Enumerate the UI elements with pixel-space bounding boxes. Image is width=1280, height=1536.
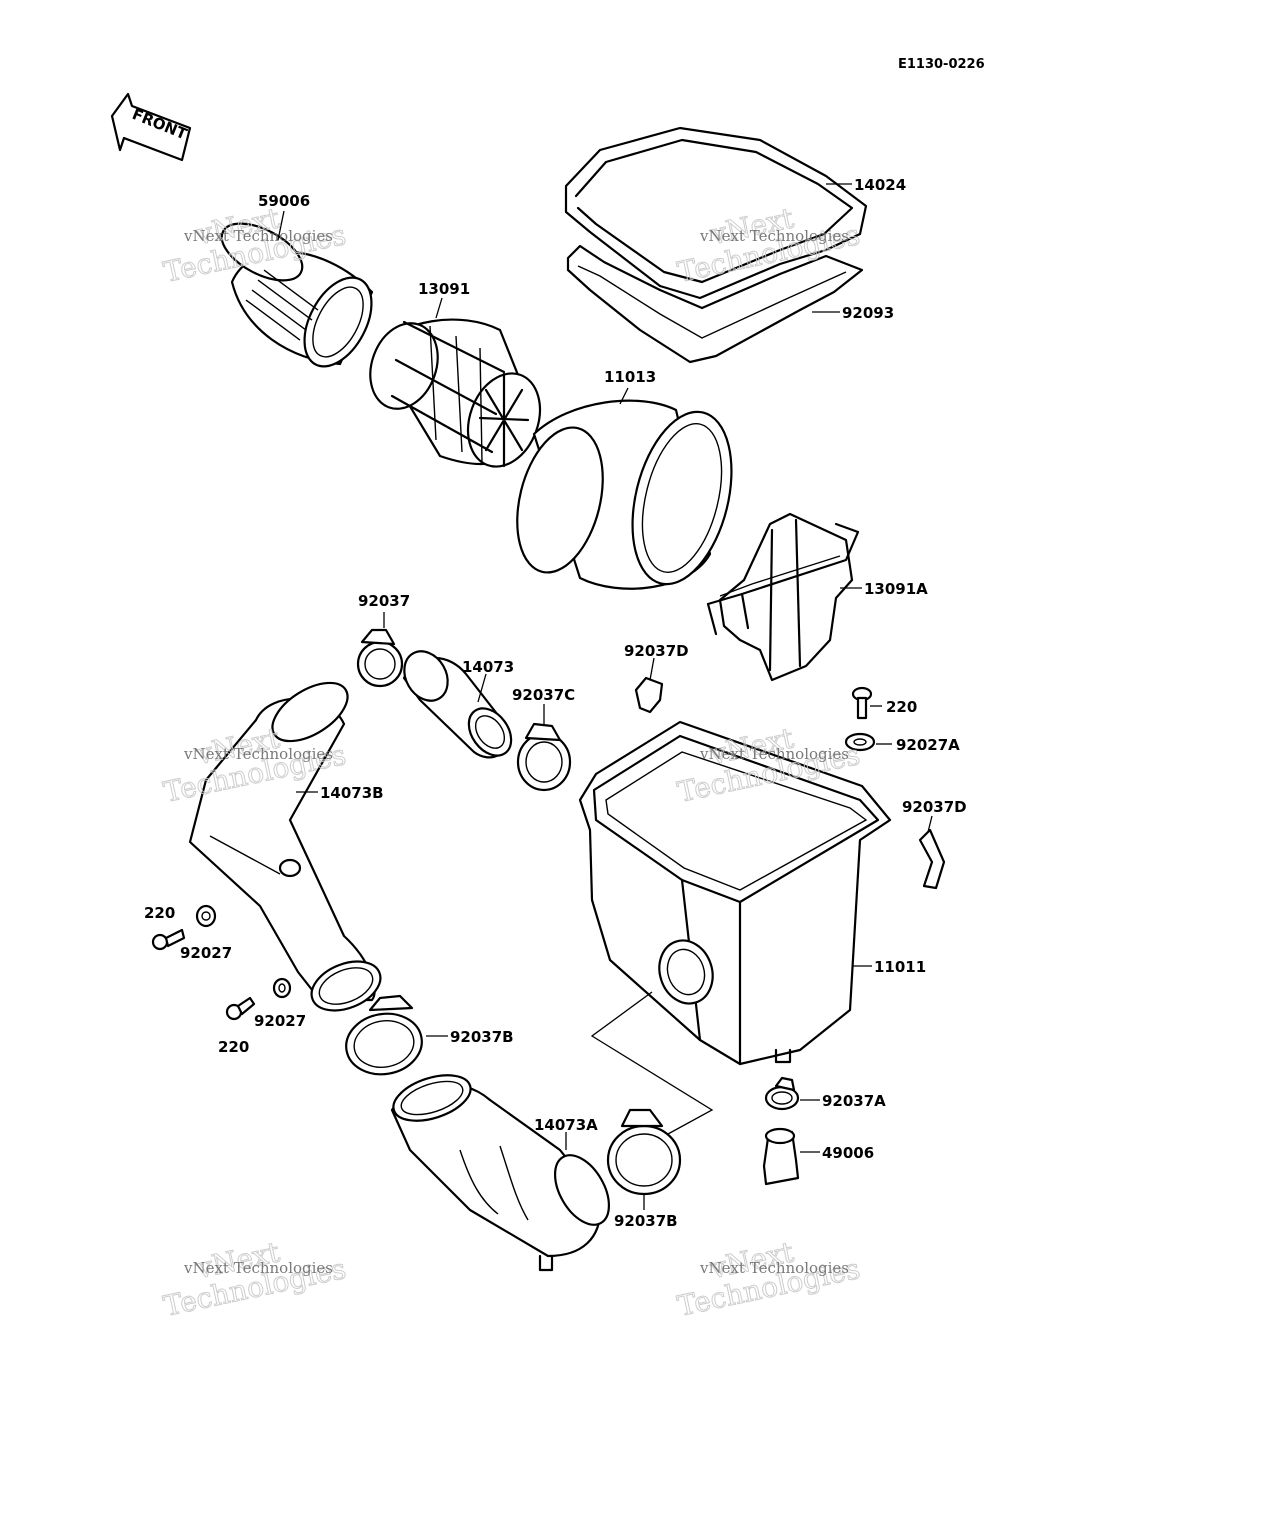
label-92037B-bottom: 92037B: [614, 1212, 678, 1230]
svg-text:vNext Technologies: vNext Technologies: [183, 1259, 333, 1277]
svg-text:vNext Technologies: vNext Technologies: [699, 1259, 849, 1277]
part-49006-cap: 49006: [762, 1127, 874, 1186]
part-92037D-clip-top: 92037D: [624, 642, 689, 714]
part-14073-duct: 14073: [402, 650, 514, 759]
label-92037D-right: 92037D: [902, 798, 967, 816]
label-11011: 11011: [874, 958, 926, 976]
part-59006-prefilter: 59006: [220, 192, 374, 368]
front-arrow-icon: FRONT: [110, 92, 192, 162]
part-92037A-clamp: 92037A: [764, 1076, 886, 1111]
part-13091-screen: 13091: [369, 280, 542, 468]
part-14073A-duct: 14073A: [390, 1074, 611, 1272]
label-92037B-mid: 92037B: [450, 1028, 514, 1046]
label-92093: 92093: [842, 304, 894, 322]
label-14024: 14024: [854, 176, 906, 194]
label-220-right: 220: [886, 698, 917, 716]
assembly-leader-lines: [590, 991, 714, 1135]
label-220-lower: 220: [218, 1038, 249, 1056]
watermark: vNext Technologies vNext Technologies vN…: [160, 201, 863, 1324]
svg-text:vNext Technologies: vNext Technologies: [699, 745, 849, 763]
part-220-bolt-left: 220: [144, 904, 186, 951]
label-14073: 14073: [462, 658, 514, 676]
label-13091: 13091: [418, 280, 470, 298]
diagram-code: E1130-0226: [898, 57, 985, 72]
part-220-bolt-right: 220: [851, 686, 917, 720]
part-92037-clamp: 92037: [356, 592, 410, 688]
label-92027A: 92027A: [896, 736, 960, 754]
part-13091A-holder: 13091A: [706, 512, 928, 682]
label-11013: 11013: [604, 368, 656, 386]
part-92037B-clamp-bottom: 92037B: [606, 1108, 682, 1230]
part-11013-element: 11013: [516, 368, 733, 590]
part-220-bolt-lower: 220: [218, 996, 256, 1056]
label-92037D-top: 92037D: [624, 642, 689, 660]
svg-text:vNext Technologies: vNext Technologies: [183, 745, 333, 763]
part-14024-cover: 14024: [564, 126, 906, 300]
label-92037C: 92037C: [512, 686, 575, 704]
part-92027-grommet-lower: 92027: [254, 977, 306, 1030]
label-13091A: 13091A: [864, 580, 928, 598]
part-14073B-duct: 14073B: [188, 681, 384, 1012]
label-92037-top: 92037: [358, 592, 410, 610]
part-92037B-clamp-mid: 92037B: [345, 994, 514, 1076]
svg-text:vNext Technologies: vNext Technologies: [699, 227, 849, 245]
label-49006: 49006: [822, 1144, 874, 1162]
part-92037D-clip-right: 92037D: [902, 798, 967, 890]
label-92027-lower: 92027: [254, 1012, 306, 1030]
svg-text:vNext Technologies: vNext Technologies: [183, 227, 333, 245]
label-220-left: 220: [144, 904, 175, 922]
label-14073B: 14073B: [320, 784, 384, 802]
part-92093-gasket: 92093: [566, 244, 894, 364]
label-92027-upper: 92027: [180, 944, 232, 962]
part-11011-airbox: 11011: [578, 720, 926, 1066]
part-92027A-grommet: 92027A: [844, 732, 960, 754]
label-14073A: 14073A: [534, 1116, 598, 1134]
label-92037A: 92037A: [822, 1092, 886, 1110]
label-59006: 59006: [258, 192, 310, 210]
part-92027-grommet-upper: 92027: [180, 904, 232, 962]
part-92037C-clamp: 92037C: [512, 686, 575, 792]
